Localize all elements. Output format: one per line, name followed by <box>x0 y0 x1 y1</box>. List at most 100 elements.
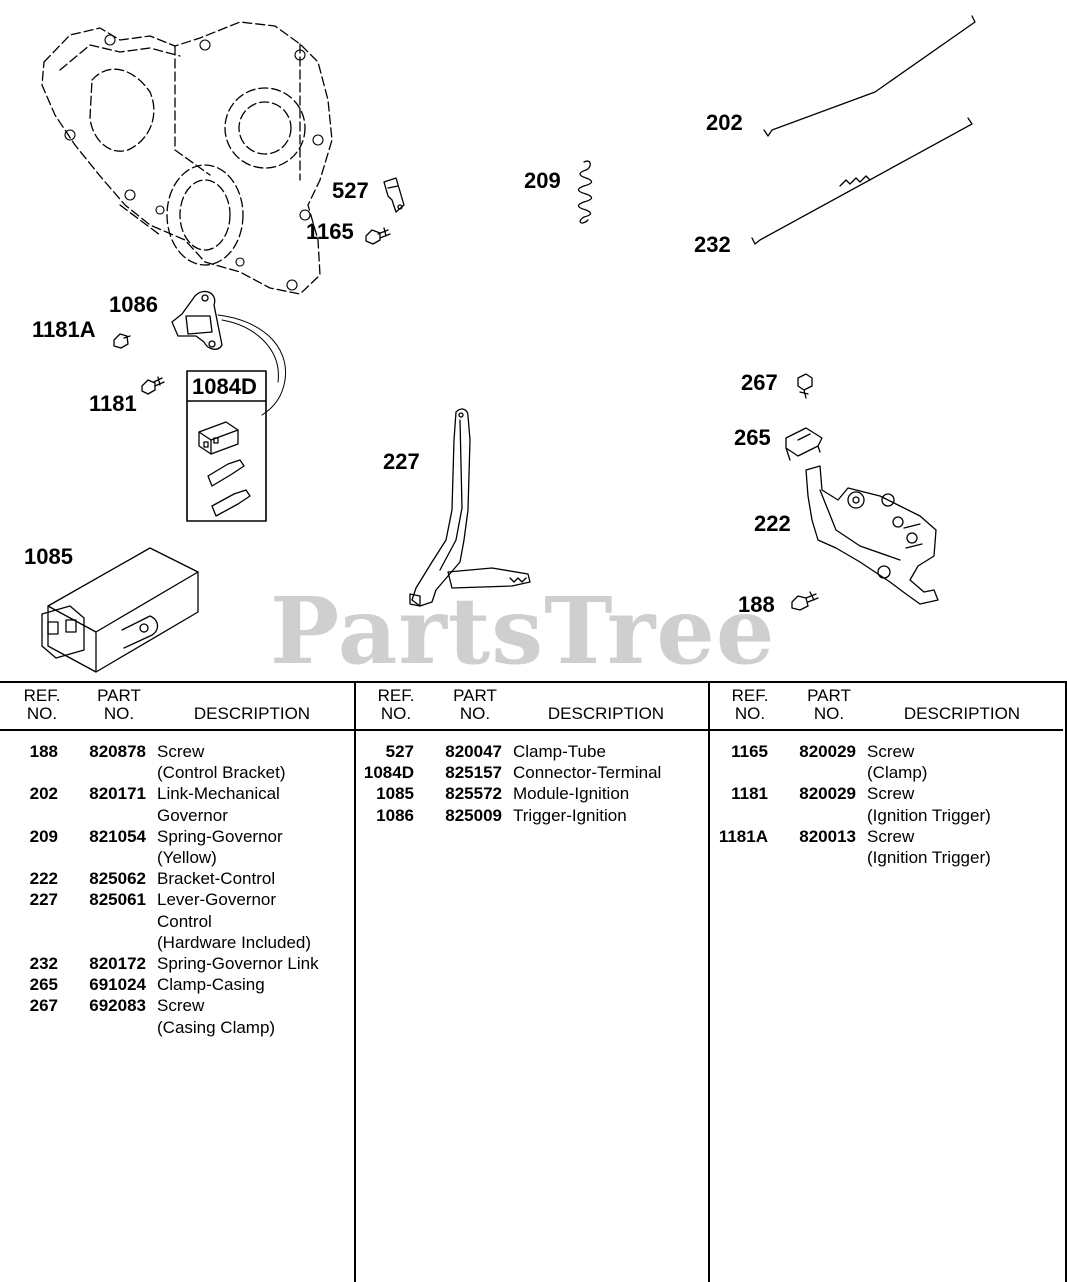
part-description: Connector-Terminal <box>513 762 708 783</box>
part-description: Spring-Governor(Yellow) <box>157 826 354 868</box>
crankcase-cover-illustration <box>41 21 333 295</box>
description-line: Connector-Terminal <box>513 763 662 783</box>
part-description: Spring-Governor Link <box>157 953 354 974</box>
part-description: Screw(Ignition Trigger) <box>867 783 1063 825</box>
ref-number: 202 <box>29 784 58 804</box>
part-description: Clamp-Casing <box>157 974 354 995</box>
part-number: 820029 <box>799 784 856 804</box>
description-line: (Casing Clamp) <box>157 1017 276 1037</box>
description-line: (Ignition Trigger) <box>867 805 991 825</box>
parts-rows: 188 820878 Screw (Control Bracket) 202 820171… <box>0 741 354 1038</box>
part-number: 820171 <box>89 784 146 804</box>
table-row: 222 825062 Bracket-Control <box>0 868 354 889</box>
description-line: Screw <box>157 742 205 761</box>
description-line: Link-Mechanical <box>157 784 280 804</box>
header-description: DESCRIPTION <box>903 704 1021 723</box>
screw-1165-illustration <box>365 227 391 245</box>
part-number: 821054 <box>89 826 146 846</box>
screw-1181a-illustration <box>113 333 131 349</box>
description-line: Lever-Governor <box>157 890 277 910</box>
part-number: 820029 <box>799 742 856 761</box>
ref-number: 527 <box>385 742 414 761</box>
ref-number: 209 <box>29 826 58 846</box>
governor-lever-illustration <box>409 408 531 607</box>
part-number: 825572 <box>445 784 502 804</box>
ref-number: 1165 <box>731 742 768 761</box>
governor-link-illustration <box>763 15 976 137</box>
parts-column-3: REF. NO. PART NO. DESCRIPTION 1165 820029… <box>710 683 1063 1282</box>
description-line: (Hardware Included) <box>157 932 312 952</box>
callout-202: 202 <box>706 110 743 135</box>
ref-number: 1085 <box>376 784 414 804</box>
description-line: Screw <box>867 784 915 804</box>
connector-kit-box <box>186 370 267 522</box>
part-description: Clamp-Tube <box>513 741 708 762</box>
ref-number: 227 <box>29 890 58 910</box>
screw-1181-illustration <box>141 376 165 395</box>
callout-1085: 1085 <box>24 544 73 569</box>
table-row: 267 692083 Screw(Casing Clamp) <box>0 995 354 1037</box>
exploded-parts-diagram: PartsTree 527 1165 209 202 232 1086 1181… <box>24 15 976 685</box>
ref-number: 222 <box>29 869 58 889</box>
callout-222: 222 <box>754 511 791 536</box>
ref-number: 232 <box>29 954 58 974</box>
part-number: 691024 <box>89 975 146 995</box>
callout-267: 267 <box>741 370 778 395</box>
description-line: Control <box>157 911 212 931</box>
header-part: PART NO. <box>453 686 497 723</box>
callout-188: 188 <box>738 592 775 617</box>
table-row: 1181 820029 Screw(Ignition Trigger) <box>710 783 1063 825</box>
description-line: Clamp-Casing <box>157 975 265 995</box>
part-number: 820878 <box>89 742 146 761</box>
ref-number: 188 <box>29 742 58 761</box>
ref-number: 1086 <box>376 805 414 825</box>
description-line: Governor <box>157 805 228 825</box>
part-description: Screw(Casing Clamp) <box>157 995 354 1037</box>
screw-267-illustration <box>797 373 813 399</box>
header-ref: REF. NO. <box>377 686 415 723</box>
header-part: PART NO. <box>97 686 141 723</box>
description-line: (Ignition Trigger) <box>867 848 991 868</box>
part-number: 820172 <box>89 954 146 974</box>
header-description: DESCRIPTION <box>193 704 311 723</box>
cover-boss-circles <box>64 34 324 291</box>
part-description: Screw(Clamp) <box>867 741 1063 783</box>
table-row: 1165 820029 Screw(Clamp) <box>710 741 1063 783</box>
ignition-module-illustration <box>41 547 199 673</box>
table-row: 1085 825572 Module-Ignition <box>356 783 708 804</box>
description-line: (Control Bracket) <box>157 763 286 783</box>
table-row: 265 691024 Clamp-Casing <box>0 974 354 995</box>
part-number: 825062 <box>89 869 146 889</box>
callout-232: 232 <box>694 232 731 257</box>
header-ref: REF. NO. <box>23 686 61 723</box>
callout-527: 527 <box>332 178 369 203</box>
column-divider <box>354 683 356 1282</box>
description-line: Clamp-Tube <box>513 742 606 761</box>
description-line: Screw <box>867 826 915 846</box>
description-line: Spring-Governor <box>157 826 283 846</box>
callout-227: 227 <box>383 449 420 474</box>
table-header: REF. NO. PART NO. DESCRIPTION <box>710 683 1063 731</box>
part-number: 825061 <box>89 890 146 910</box>
connector-terminal-illustration <box>198 421 251 517</box>
table-row: 232 820172 Spring-Governor Link <box>0 953 354 974</box>
description-line: Spring-Governor Link <box>157 954 319 974</box>
watermark-text: PartsTree <box>270 577 776 685</box>
description-line: (Clamp) <box>867 763 928 783</box>
part-number: 820047 <box>445 742 502 761</box>
ignition-trigger-illustration <box>171 290 287 416</box>
ref-number: 267 <box>29 996 58 1016</box>
ref-number: 265 <box>29 975 58 995</box>
description-line: Bracket-Control <box>157 869 276 889</box>
part-description: Screw (Control Bracket) <box>157 741 354 783</box>
description-line: Module-Ignition <box>513 784 630 804</box>
part-number: 692083 <box>89 996 146 1016</box>
tube-clamp-illustration <box>383 177 405 213</box>
ref-number: 1181 <box>731 784 768 804</box>
callout-1165: 1165 <box>306 219 354 244</box>
table-row: 527 820047 Clamp-Tube <box>356 741 708 762</box>
